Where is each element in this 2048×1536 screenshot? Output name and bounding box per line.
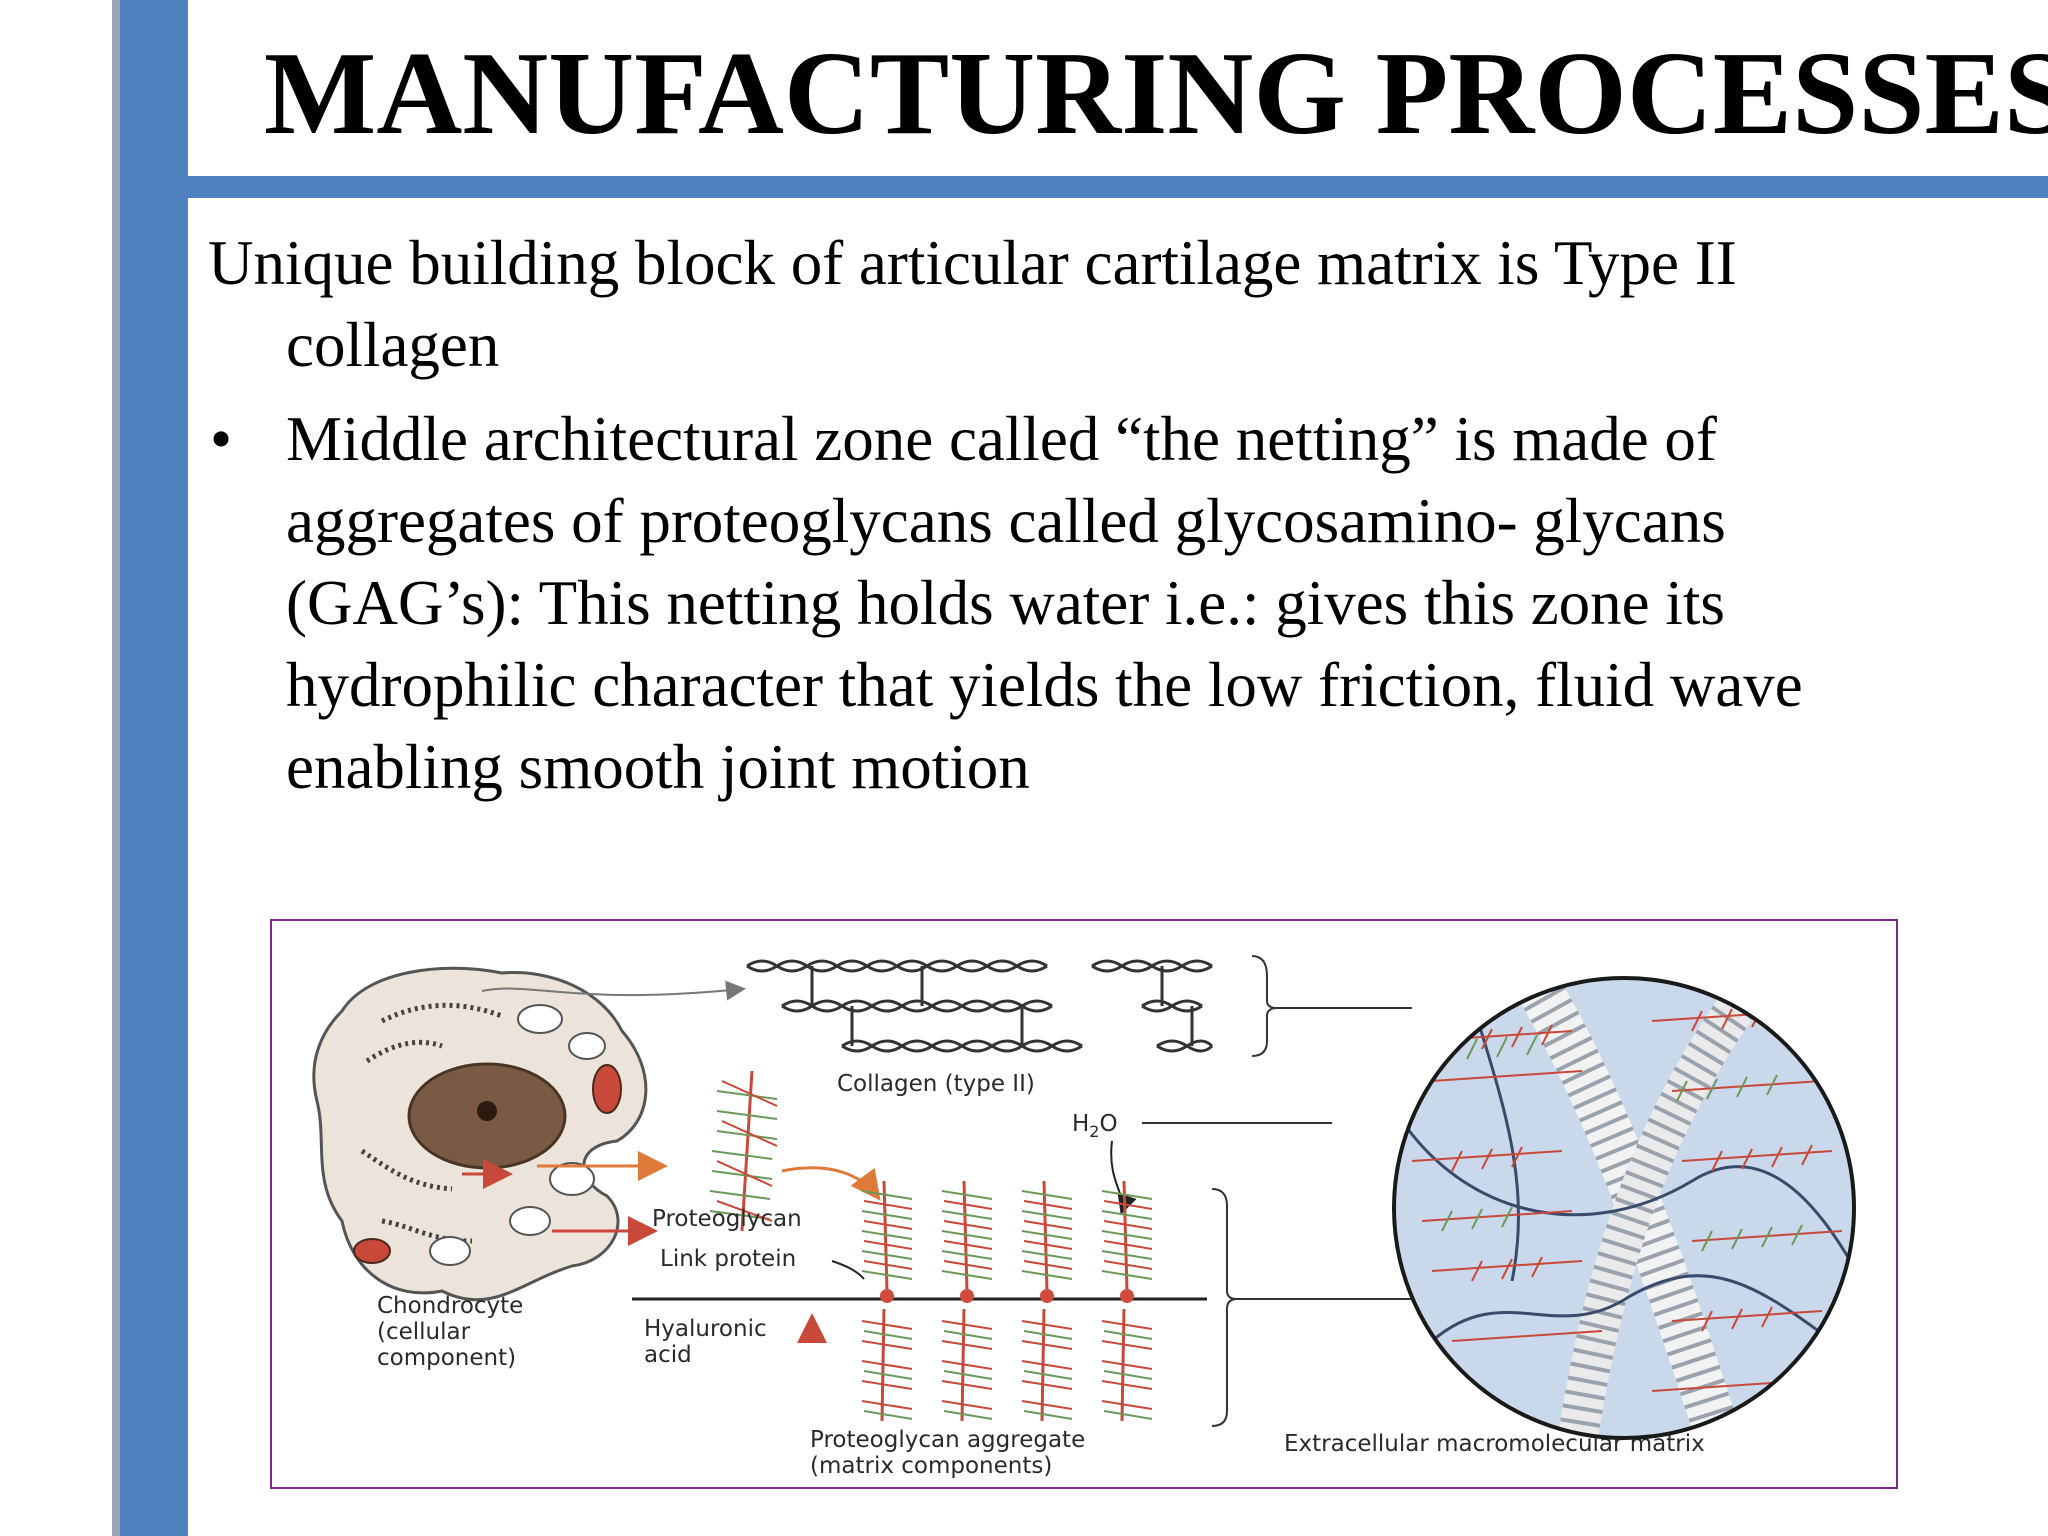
label-chondrocyte-1: Chondrocyte	[377, 1293, 523, 1319]
label-link-protein: Link protein	[660, 1246, 796, 1272]
extracellular-matrix-magnified	[1392, 976, 1856, 1440]
label-collagen: Collagen (type II)	[837, 1071, 1035, 1097]
link-protein-pointer	[831, 1260, 865, 1280]
bullet-line-4: hydrophilic character that yields the lo…	[286, 650, 1803, 720]
mitochondrion	[353, 1238, 391, 1264]
slide-body: Unique building block of articular carti…	[208, 222, 2028, 808]
label-chondrocyte-2: (cellular	[377, 1319, 471, 1345]
left-accent-shadow	[112, 0, 122, 1536]
left-accent-bar	[120, 0, 188, 1536]
collagen-fibrils	[746, 959, 1214, 1053]
assembly-arrow	[781, 1166, 881, 1201]
cartilage-diagram-figure: Collagen (type II) H2O	[270, 919, 1898, 1489]
intro-paragraph: Unique building block of articular carti…	[208, 222, 2028, 386]
label-hyaluronic-1: Hyaluronic	[644, 1316, 767, 1342]
label-chondrocyte-3: component)	[377, 1345, 516, 1371]
collagen-bracket	[1251, 955, 1278, 1057]
bullet-line-3: (GAG’s): This netting holds water i.e.: …	[286, 568, 1725, 638]
label-hyaluronic-2: acid	[644, 1342, 692, 1368]
intro-line-1: Unique building block of articular carti…	[208, 228, 1737, 298]
bullet-line-2: aggregates of proteoglycans called glyco…	[286, 486, 1726, 556]
chondrocyte-cell	[312, 966, 648, 1302]
label-aggregate-1: Proteoglycan aggregate	[810, 1427, 1085, 1453]
bullet-line-1: Middle architectural zone called “the ne…	[286, 404, 1717, 474]
aggregate-bracket	[1211, 1188, 1238, 1427]
intro-line-2: collagen	[286, 310, 500, 380]
bullet-item: • Middle architectural zone called “the …	[208, 398, 2028, 808]
label-aggregate-2: (matrix components)	[810, 1453, 1052, 1479]
bullet-line-5: enabling smooth joint motion	[286, 732, 1030, 802]
title-underline-bar	[188, 176, 2048, 198]
secretion-arrow-collagen	[481, 980, 746, 1001]
proteoglycan-monomer	[709, 1070, 778, 1232]
h2o-arrow	[1110, 1140, 1137, 1215]
label-h2o: H2O	[1072, 1111, 1118, 1141]
slide-title: MANUFACTURING PROCESSES	[264, 27, 2048, 159]
cartilage-diagram: Collagen (type II) H2O	[312, 955, 1856, 1479]
proteoglycan-aggregate	[632, 1180, 1207, 1422]
nucleolus	[477, 1101, 497, 1121]
label-proteoglycan: Proteoglycan	[652, 1206, 802, 1232]
bullet-icon: •	[210, 404, 233, 474]
mitochondrion	[592, 1064, 622, 1114]
